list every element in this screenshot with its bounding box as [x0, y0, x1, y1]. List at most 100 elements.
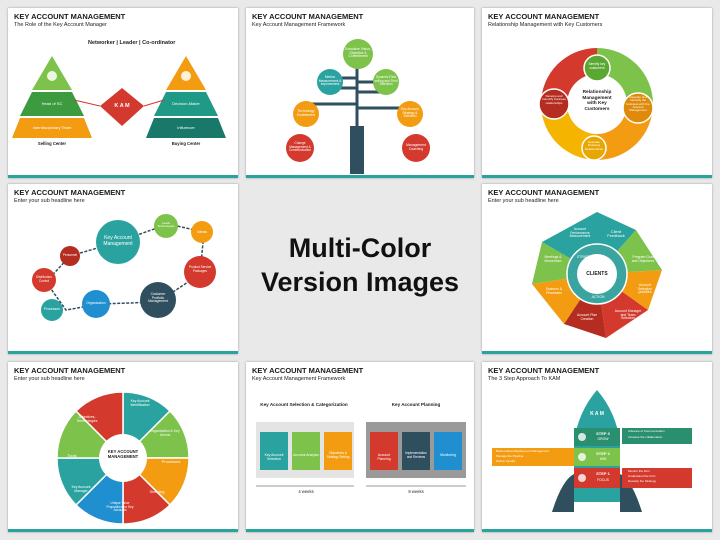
slide-footer-bar — [246, 529, 474, 532]
tree-node-dynamic-selling: Dynamic Field selling and Field Selectio… — [374, 75, 398, 87]
note-understand-firm: Understand the Firm — [628, 474, 656, 478]
slide-title: KEY ACCOUNT MANAGEMENT — [14, 366, 126, 375]
pie-tools: Tools — [67, 453, 77, 458]
slide-subtitle: Key Account Management Framework — [252, 376, 346, 382]
network-portfolio: Customer Portfolio Management — [148, 292, 168, 304]
tree-node-coaching: Management Coaching — [406, 143, 426, 151]
buying-center: Buying Center — [171, 141, 201, 146]
slide-title: KEY ACCOUNT MANAGEMENT — [14, 12, 126, 21]
interdisciplinary-team: Interdisciplinary Team — [32, 125, 72, 130]
step3-sub: GROW — [597, 437, 609, 441]
card-analysis: Account Analysis — [293, 453, 319, 457]
group-planning-title: Key Account Planning — [391, 402, 441, 407]
slide-footer-bar — [8, 529, 238, 532]
slide-title: KEY ACCOUNT MANAGEMENT — [14, 188, 126, 197]
slide-footer-bar — [482, 351, 712, 354]
slide-subtitle: Enter your sub headline here — [14, 376, 85, 382]
slide-footer-bar — [8, 175, 238, 178]
tree-node-executive-vision: Executive Vision, Objective & Commitment — [345, 47, 371, 59]
wheel-meetings: Meetings & Momentum — [544, 255, 562, 263]
slide-footer-bar — [246, 175, 474, 178]
slide-subtitle: Enter your sub headline here — [14, 198, 85, 204]
slide-subtitle: The 3 Step Approach To KAM — [488, 376, 561, 382]
network-personnel: Personnel — [62, 253, 78, 257]
step2-label: STEP 2 — [596, 451, 610, 456]
wheel-manager-team: Account Manager and Team Selection — [614, 309, 642, 321]
cycle-integrate: Integrate and Intensify the business wit… — [626, 95, 650, 113]
timeline-graphic — [256, 422, 466, 487]
ring-action: ACTION — [591, 295, 605, 299]
slide-title: KEY ACCOUNT MANAGEMENT — [488, 12, 600, 21]
cycle-graphic — [538, 48, 654, 161]
slide-footer-bar — [482, 175, 712, 178]
tree-node-change-mgmt: Change Management & Communication — [288, 141, 312, 153]
slide-subtitle: Enter your sub headline here — [488, 198, 559, 204]
clients-center: CLIENTS — [586, 271, 608, 277]
slide-kam-framework-tree[interactable]: KEY ACCOUNT MANAGEMENT Key Account Manag… — [246, 8, 474, 178]
note-collaboration: Increase the collaboration — [628, 435, 663, 439]
tree-node-metrics: Metrics Measurement & Improvement — [318, 75, 342, 87]
slide-relationship-cycle[interactable]: KEY ACCOUNT MANAGEMENT Relationship Mana… — [482, 8, 712, 178]
network-processes: Processes — [44, 307, 60, 311]
slide-kam-pie[interactable]: KEY ACCOUNT MANAGEMENT Enter your sub he… — [8, 362, 238, 532]
center-title: Multi-Color Version Images — [246, 232, 474, 300]
card-planning: Account Planning — [377, 453, 391, 461]
card-objectives: Objectives & Strategy Setting — [326, 451, 350, 459]
slide-title: KEY ACCOUNT MANAGEMENT — [252, 12, 364, 21]
slide-kam-network[interactable]: KEY ACCOUNT MANAGEMENT Enter your sub he… — [8, 184, 238, 354]
cycle-develop: Develop and Intensify business relations… — [542, 94, 566, 105]
slide-subtitle: Key Account Management Framework — [252, 22, 346, 28]
wheel-performance: Account Performance Measurement — [569, 227, 591, 239]
network-leads: Leads Technologies — [157, 221, 175, 229]
network-distribution: Distribution Control — [36, 275, 52, 283]
slide-title: KEY ACCOUNT MANAGEMENT — [252, 366, 364, 375]
cycle-evaluate: Evaluate Business Relationships — [584, 140, 603, 151]
kam-pie-graphic — [56, 391, 190, 525]
duration-8-weeks: 8 weeks — [408, 489, 424, 494]
clients-wheel-graphic — [532, 212, 662, 338]
ring-strategy: STRATEGY — [576, 255, 596, 259]
slide-subtitle: The Role of the Key Account Manager — [14, 22, 107, 28]
roles-text: Networker | Leader | Co-ordinator — [88, 40, 176, 46]
note-quality: Deliver Quality — [496, 459, 516, 463]
card-implementation: Implementation and Reviews — [405, 451, 427, 459]
kam-pyramids-graphic — [12, 56, 226, 138]
note-relationship: Build relationship/Account Management — [496, 449, 549, 453]
network-center: Key Account Management — [103, 235, 133, 247]
slide-kam-timeline[interactable]: KEY ACCOUNT MANAGEMENT Key Account Manag… — [246, 362, 474, 532]
step3-label: STEP 3 — [596, 431, 610, 436]
group-selection-title: Key Account Selection & Categorization — [260, 402, 348, 407]
wheel-client-feedback: Client Feedback — [607, 229, 625, 239]
slide-title: KEY ACCOUNT MANAGEMENT — [488, 366, 600, 375]
card-selection: Key Account Selection — [264, 453, 284, 461]
card-monitoring: Monitoring — [440, 453, 456, 457]
slide-footer-bar — [8, 351, 238, 354]
network-graphic — [32, 214, 216, 321]
rocket-kam-label: K A M — [590, 411, 604, 417]
center-title-line1: Multi-Color — [288, 233, 432, 263]
slide-3-step-approach[interactable]: KEY ACCOUNT MANAGEMENT The 3 Step Approa… — [482, 362, 712, 532]
slide-clients-wheel[interactable]: KEY ACCOUNT MANAGEMENT Enter your sub he… — [482, 184, 712, 354]
rocket-graphic — [492, 390, 692, 512]
tree-node-technology: Technology Enablement — [296, 109, 316, 117]
cycle-center-label: Relationship Management with Key Custome… — [582, 90, 612, 112]
network-product-service: Product Service Packages — [188, 265, 212, 273]
slide-role-of-kam[interactable]: KEY ACCOUNT MANAGEMENT The Role of the K… — [8, 8, 238, 178]
note-pipeline: Manage the Pipeline — [496, 454, 524, 458]
pie-manager: Key Account Manager — [71, 485, 91, 493]
pie-center: KEY ACCOUNT MANAGEMENT — [107, 449, 139, 459]
pie-value-proposition: Unique Value Proposition for Key Account… — [106, 501, 134, 513]
step2-sub: WIN — [599, 457, 607, 461]
tree-graphic — [286, 39, 430, 174]
note-develop-strategy: Develop the Strategy — [628, 479, 657, 483]
pie-processes: Processes — [161, 459, 181, 464]
step1-sub: FOCUS — [597, 478, 609, 482]
decision-maker: Decision-Maker — [172, 101, 200, 106]
network-organization: Organization — [86, 301, 106, 305]
wheel-systems-processes: Systems & Processes — [545, 287, 563, 295]
wheel-program-goals: Program Goal and Objectives — [631, 255, 655, 263]
tree-node-strategy: Key Account Strategy & Selection — [401, 107, 419, 119]
head-of-sc: Head of SC — [41, 101, 63, 106]
wheel-plan-creation: Account Plan Creation — [577, 313, 597, 321]
slide-subtitle: Relationship Management with Key Custome… — [488, 22, 603, 28]
